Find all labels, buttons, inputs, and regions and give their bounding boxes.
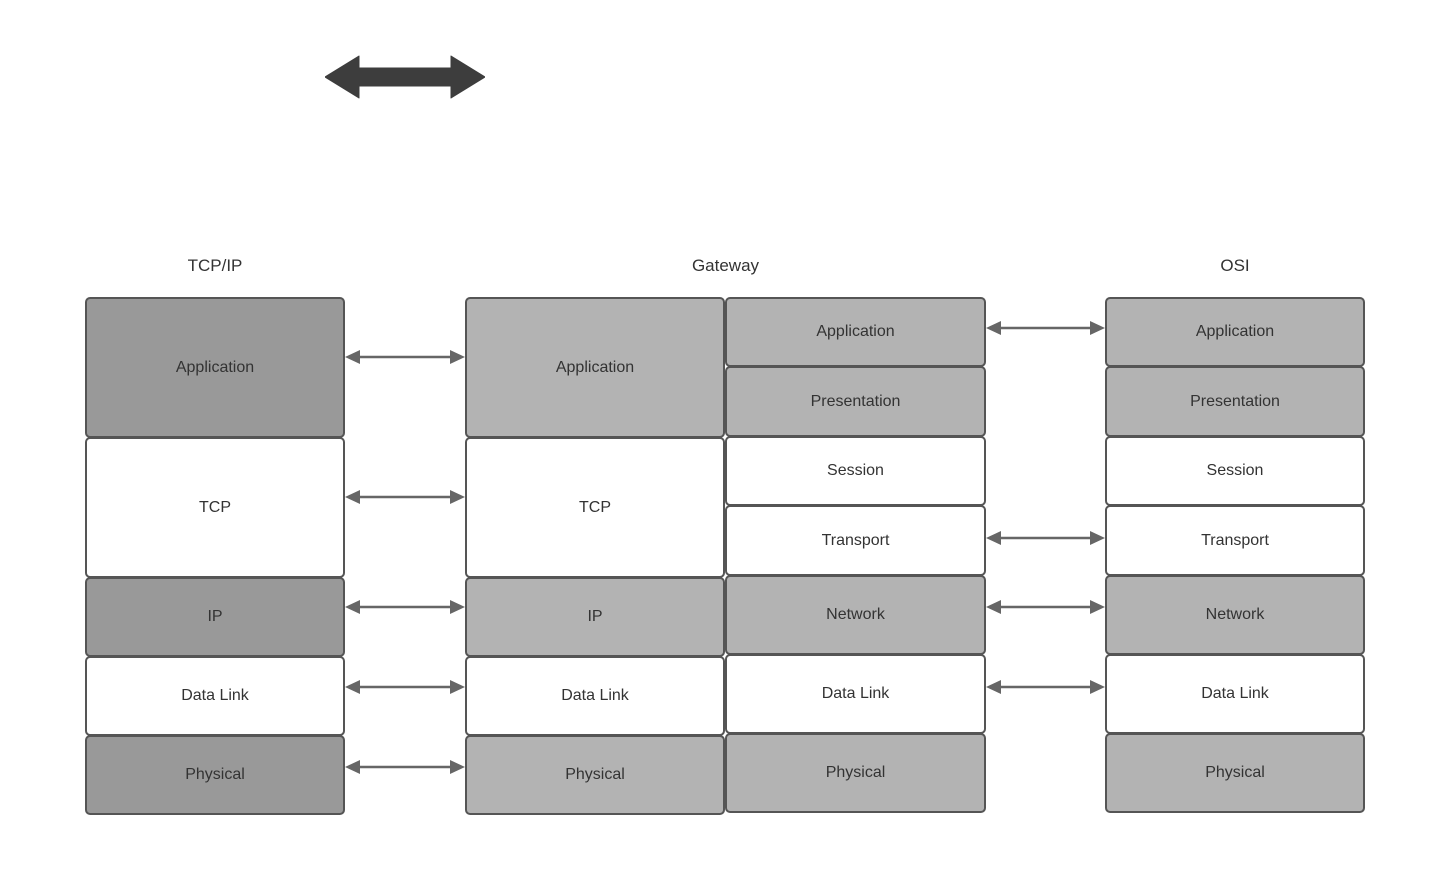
layer-box-presentation: Presentation [725,366,986,437]
layer-label: Network [1205,606,1265,623]
layer-box-physical: Physical [725,733,986,813]
connector-arrow-data-link [345,676,465,698]
layer-label: Physical [825,764,886,781]
layer-label: Application [175,358,255,376]
layer-box-physical: Physical [85,735,345,815]
layer-label: Data Link [561,687,629,704]
layer-box-data-link: Data Link [85,656,345,736]
layer-label: Presentation [810,392,901,410]
layer-box-application: Application [465,297,725,438]
layer-box-tcp: TCP [465,437,725,578]
layer-box-physical: Physical [1105,733,1365,813]
layer-label: TCP [579,498,611,516]
layer-box-ip: IP [85,577,345,657]
layer-box-application: Application [85,297,345,438]
connector-arrow-data-link [986,676,1105,698]
layer-label: Network [826,606,885,623]
layer-label: Presentation [1190,392,1280,410]
layer-box-network: Network [1105,575,1365,655]
layer-label: Application [555,358,635,376]
layer-label: Data Link [181,687,249,704]
layer-label: Physical [185,766,245,783]
layer-label: Transport [1201,531,1269,549]
connector-arrow-application [345,346,465,368]
double-headed-arrow-icon [324,52,486,102]
layer-label: Physical [565,766,625,783]
connector-arrow-network [986,596,1105,618]
layer-label: Data Link [821,685,890,702]
connector-arrow-tcp [345,486,465,508]
column-title-tcpip: TCP/IP [187,256,243,275]
layer-box-network: Network [725,575,986,655]
connector-arrow-transport [986,527,1105,549]
layer-label: Application [1195,323,1275,340]
layer-label: Application [816,323,895,340]
layer-label: IP [587,608,603,625]
layer-box-application: Application [725,297,986,367]
connector-arrow-application [986,317,1105,339]
layer-label: Session [1206,462,1264,479]
layer-box-data-link: Data Link [465,656,725,736]
layer-box-physical: Physical [465,735,725,815]
layer-box-data-link: Data Link [725,654,986,734]
layer-box-data-link: Data Link [1105,654,1365,734]
layer-label: TCP [199,498,231,516]
layer-label: Transport [821,531,890,549]
layer-label: Physical [1205,764,1265,781]
layer-box-presentation: Presentation [1105,366,1365,437]
layer-box-transport: Transport [725,505,986,576]
layer-label: Session [827,462,884,479]
layer-label: Data Link [1201,685,1269,702]
column-title-gateway: Gateway [691,256,760,275]
connector-arrow-ip [345,596,465,618]
column-title-osi: OSI [1220,256,1250,275]
layer-box-tcp: TCP [85,437,345,578]
layer-box-session: Session [725,436,986,506]
layer-box-session: Session [1105,436,1365,506]
layer-box-ip: IP [465,577,725,657]
layer-box-transport: Transport [1105,505,1365,576]
connector-arrow-physical [345,756,465,778]
layer-label: IP [207,608,223,625]
layer-box-application: Application [1105,297,1365,367]
